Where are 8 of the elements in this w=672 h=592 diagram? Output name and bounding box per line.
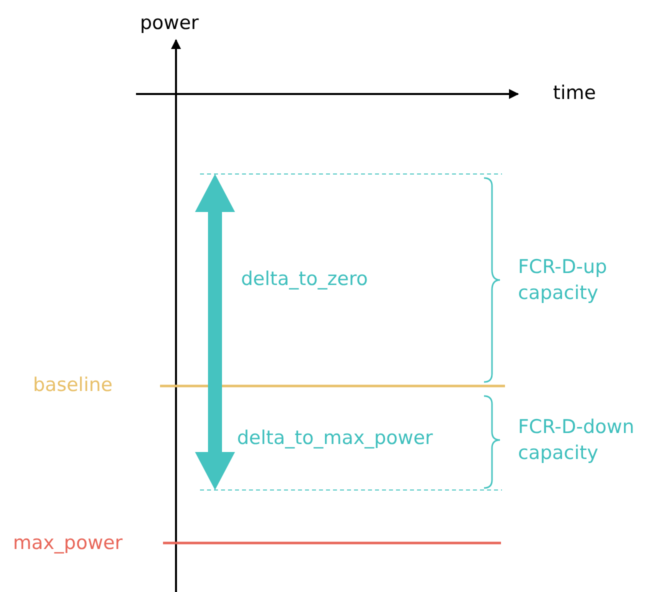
value-label: delta_to_zero [241, 267, 368, 292]
line-label: baseline [33, 373, 113, 398]
value-label: delta_to_max_power [237, 426, 433, 451]
axis-label: power [140, 11, 199, 36]
bracket-label: FCR-D-down capacity [518, 415, 636, 466]
bracket-label: FCR-D-up capacity [518, 255, 608, 306]
line-label: max_power [13, 531, 123, 556]
axis-label: time [553, 81, 596, 106]
